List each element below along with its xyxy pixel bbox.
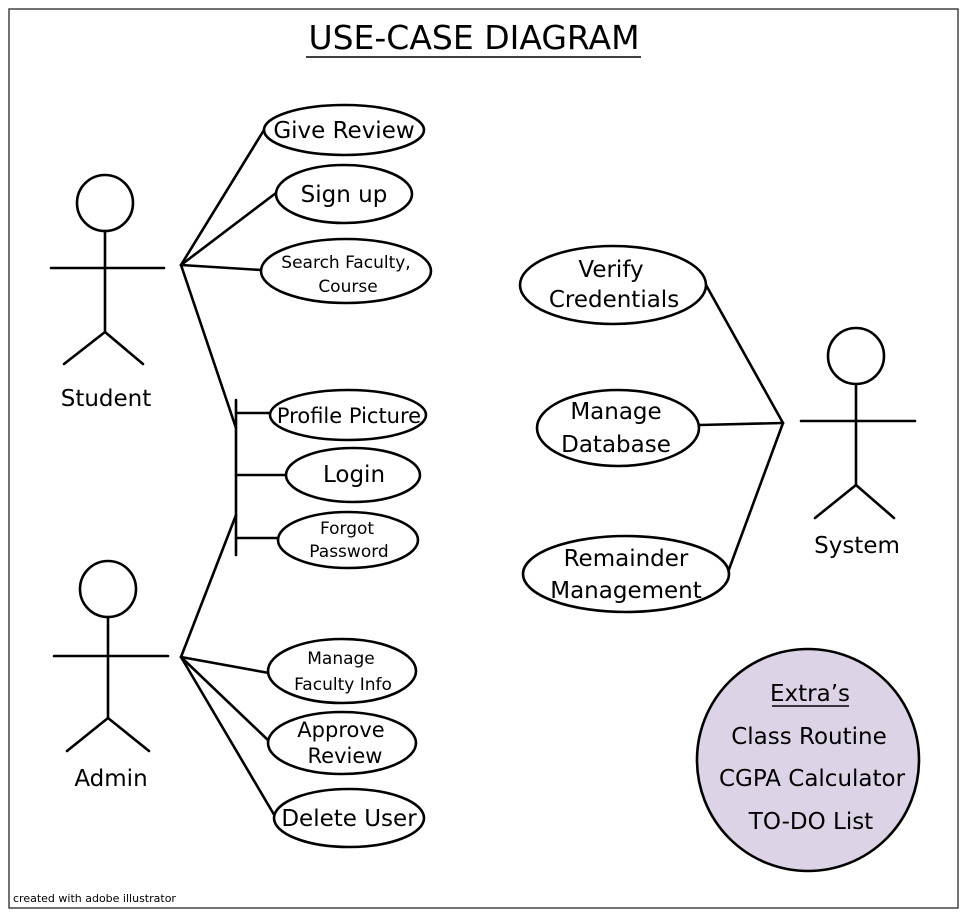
delete-user-ellipse: [272, 787, 426, 849]
sign-up-label: Sign up: [301, 182, 388, 208]
admin-head: [78, 559, 138, 619]
system-associations: [698, 283, 785, 574]
student-actor: Student: [49, 173, 166, 412]
use-case-profile-picture: Profile Picture: [268, 388, 428, 442]
assoc-admin-manage-faculty: [179, 655, 271, 675]
assoc-admin-delete: [179, 655, 278, 820]
use-case-delete-user: Delete User: [272, 787, 426, 849]
system-right-leg: [854, 483, 896, 520]
verify-line1: Verify: [578, 257, 643, 283]
delete-user-label: Delete User: [281, 806, 417, 832]
extras-item-todo-list: TO-DO List: [748, 809, 873, 835]
admin-left-leg: [65, 716, 110, 753]
manage-faculty-ellipse: [266, 637, 418, 705]
use-case-sign-up: Sign up: [274, 163, 414, 225]
system-head: [826, 326, 886, 386]
extras-bubble: Extra’s Class Routine CGPA Calculator TO…: [695, 647, 921, 873]
assoc-student-sign-up: [179, 191, 278, 267]
assoc-student-shared: [179, 263, 238, 430]
student-right-leg: [103, 330, 145, 366]
system-actor: System: [799, 326, 917, 559]
manage-database-ellipse: [535, 388, 701, 468]
extras-item-class-routine: Class Routine: [731, 724, 887, 750]
assoc-system-verify: [704, 283, 785, 425]
use-case-approve-review: Approve Review: [266, 710, 418, 776]
assoc-system-reminder: [726, 421, 785, 574]
shared-bracket: [234, 398, 288, 557]
approve-line2: Review: [308, 744, 383, 768]
profile-picture-ellipse: [268, 388, 428, 442]
use-case-verify-credentials: Verify Credentials: [518, 244, 708, 326]
database-line2: Database: [561, 432, 671, 458]
login-ellipse: [284, 446, 422, 504]
reminder-line2: Management: [550, 578, 702, 604]
manage-faculty-line1: Manage: [307, 649, 375, 669]
profile-picture-label: Profile Picture: [277, 404, 421, 428]
student-label: Student: [61, 386, 152, 412]
student-associations: [179, 128, 278, 430]
admin-label: Admin: [74, 766, 147, 792]
student-left-leg: [62, 330, 107, 366]
approve-review-ellipse: [266, 710, 418, 776]
system-label: System: [814, 533, 900, 559]
verify-line2: Credentials: [549, 287, 679, 313]
verify-credentials-ellipse: [518, 244, 708, 326]
search-label-line1: Search Faculty,: [281, 253, 410, 273]
database-line1: Manage: [570, 399, 661, 425]
assoc-student-search: [179, 263, 263, 272]
use-case-remainder-management: Remainder Management: [521, 534, 731, 614]
assoc-student-give-review: [179, 128, 266, 267]
login-label: Login: [323, 462, 385, 488]
give-review-label: Give Review: [273, 118, 414, 144]
use-case-give-review: Give Review: [262, 103, 426, 157]
assoc-admin-approve: [179, 655, 272, 744]
sign-up-ellipse: [274, 163, 414, 225]
assoc-system-database: [698, 421, 785, 427]
forgot-label-line1: Forgot: [320, 519, 374, 539]
search-label-line2: Course: [318, 277, 377, 297]
extras-circle: [695, 647, 921, 873]
admin-right-leg: [106, 716, 151, 753]
use-case-forgot-password: Forgot Password: [276, 510, 420, 570]
diagram-border: [8, 8, 959, 909]
admin-associations: [179, 513, 278, 820]
manage-faculty-line2: Faculty Info: [294, 675, 392, 695]
student-head: [75, 173, 135, 233]
reminder-line1: Remainder: [564, 546, 689, 572]
forgot-password-ellipse: [276, 510, 420, 570]
extras-heading: Extra’s: [770, 681, 850, 707]
give-review-ellipse: [262, 103, 426, 157]
diagram-title: USE-CASE DIAGRAM: [308, 18, 639, 57]
footer-credit: created with adobe illustrator: [13, 892, 176, 905]
use-case-manage-database: Manage Database: [535, 388, 701, 468]
search-ellipse: [259, 237, 433, 305]
system-left-leg: [813, 483, 858, 520]
assoc-admin-shared: [179, 513, 238, 659]
admin-actor: Admin: [52, 559, 170, 792]
use-case-search-faculty-course: Search Faculty, Course: [259, 237, 433, 305]
use-case-manage-faculty-info: Manage Faculty Info: [266, 637, 418, 705]
approve-line1: Approve: [297, 718, 384, 742]
extras-item-cgpa-calculator: CGPA Calculator: [719, 766, 906, 792]
forgot-label-line2: Password: [309, 542, 388, 562]
remainder-management-ellipse: [521, 534, 731, 614]
use-case-login: Login: [284, 446, 422, 504]
